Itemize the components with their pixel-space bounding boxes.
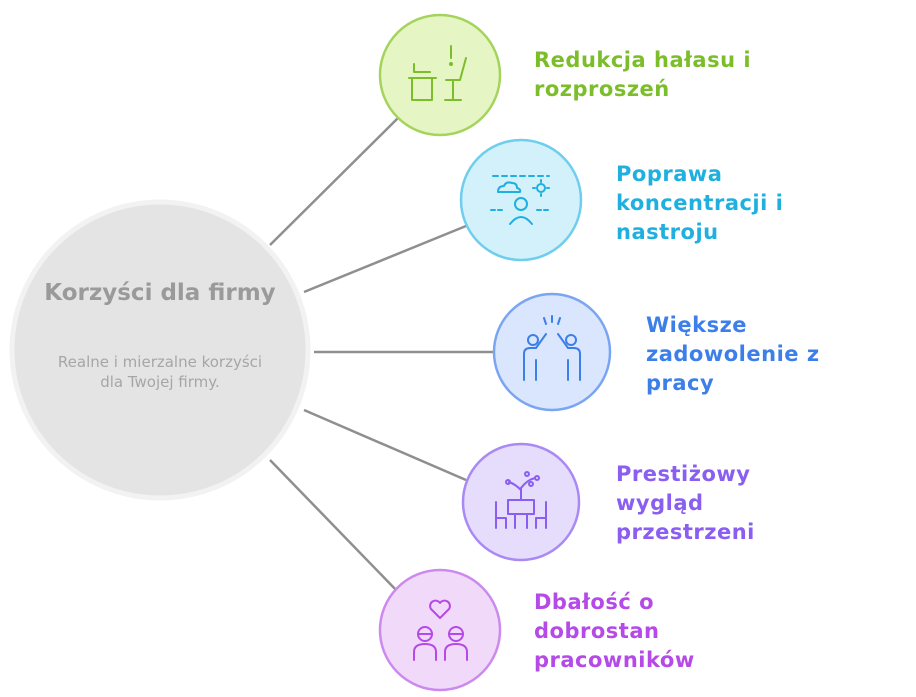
benefit-circle-2 [459, 138, 583, 262]
connector-2 [303, 224, 467, 294]
connectors [269, 117, 495, 593]
connector-1 [269, 117, 399, 246]
center-title: Korzyści dla firmy [44, 280, 276, 306]
desk-chair-icon [408, 45, 467, 101]
center-circle [9, 199, 311, 501]
benefit-circle-5 [378, 568, 502, 692]
benefit-node-5 [378, 568, 502, 692]
person-weather-icon [490, 175, 552, 225]
benefit-node-3 [492, 292, 612, 412]
benefit-node-1 [378, 13, 502, 137]
benefit-label-2: Poprawa koncentracji i nastroju [616, 162, 784, 244]
benefit-circle-4 [461, 442, 581, 562]
benefit-node-4 [461, 442, 581, 562]
connector-5 [269, 459, 399, 593]
benefit-label-5: Dbałość o dobrostan pracowników [534, 590, 695, 672]
benefit-circle-1 [378, 13, 502, 137]
benefit-label-4: Prestiżowy wygląd przestrzeni [616, 462, 755, 544]
connector-4 [303, 408, 467, 482]
benefit-node-2 [459, 138, 583, 262]
benefit-label-3: Większe zadowolenie z pracy [646, 313, 820, 395]
center-subtitle: Realne i mierzalne korzyści dla Twojej f… [57, 353, 263, 391]
benefit-circle-3 [492, 292, 612, 412]
benefit-label-1: Redukcja hałasu i rozproszeń [534, 48, 752, 101]
lounge-table-icon [495, 471, 547, 529]
high-five-icon [523, 315, 581, 381]
people-heart-icon [413, 599, 468, 661]
